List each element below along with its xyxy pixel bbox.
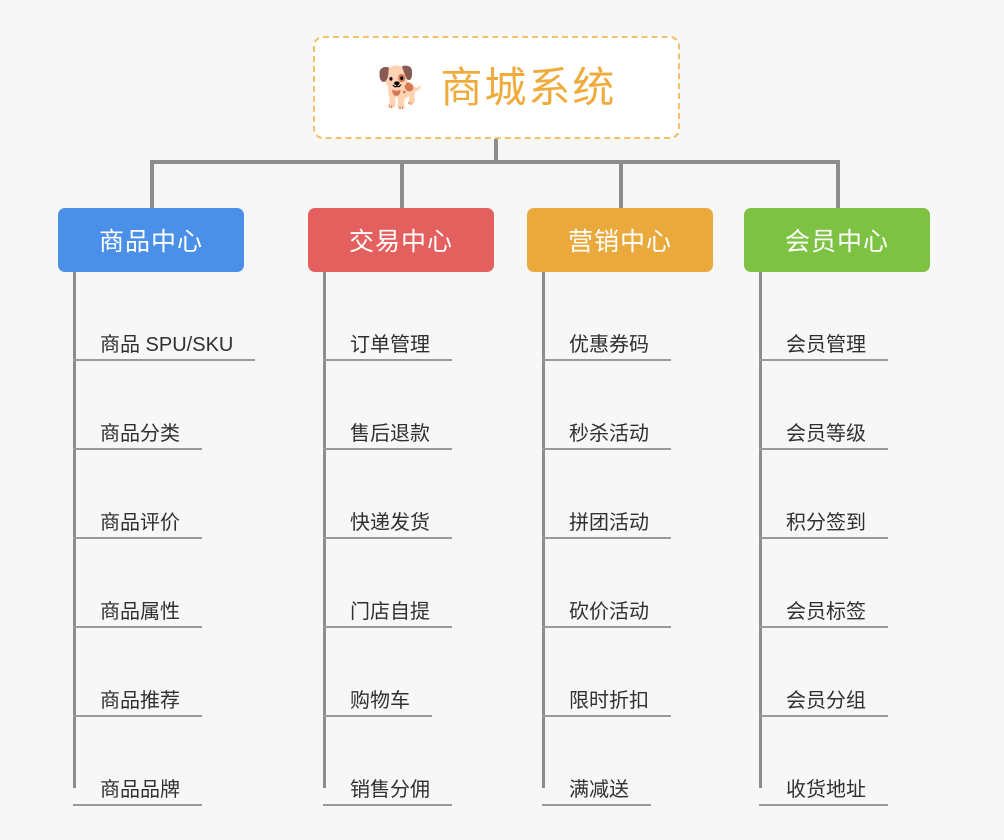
leaf-item-label: 购物车	[350, 690, 410, 712]
leaf-underline	[759, 537, 888, 539]
leaf-item[interactable]: 商品品牌	[73, 717, 244, 806]
leaf-item[interactable]: 限时折扣	[542, 628, 713, 717]
leaf-underline	[73, 537, 202, 539]
leaf-item-label: 秒杀活动	[569, 423, 649, 445]
leaf-item-label: 限时折扣	[569, 690, 649, 712]
leaf-item-label: 积分签到	[786, 512, 866, 534]
leaf-item[interactable]: 销售分佣	[323, 717, 494, 806]
connector-root-stem	[494, 139, 498, 163]
leaf-underline	[323, 359, 452, 361]
leaf-item[interactable]: 满减送	[542, 717, 713, 806]
leaf-item-label: 订单管理	[350, 334, 430, 356]
leaf-underline	[759, 715, 888, 717]
leaf-underline	[73, 448, 202, 450]
leaf-underline	[759, 804, 888, 806]
category-header-2[interactable]: 交易中心	[308, 208, 494, 272]
leaf-item[interactable]: 快递发货	[323, 450, 494, 539]
leaf-item-label: 商品品牌	[100, 779, 180, 801]
leaf-item[interactable]: 门店自提	[323, 539, 494, 628]
subtree-1: 商品 SPU/SKU 商品分类 商品评价 商品属性 商品推荐 商品品牌	[73, 272, 255, 806]
leaf-underline	[323, 715, 432, 717]
leaf-underline	[759, 626, 888, 628]
branch-column-1: 商品中心 商品 SPU/SKU 商品分类 商品评价 商品属性 商品推荐	[58, 208, 255, 806]
leaf-underline	[759, 448, 888, 450]
branch-column-2: 交易中心 订单管理 售后退款 快递发货 门店自提 购物车	[308, 208, 494, 806]
leaf-underline	[542, 715, 671, 717]
connector-drop-3	[619, 160, 623, 208]
leaf-item-label: 商品推荐	[100, 690, 180, 712]
leaf-underline	[542, 804, 651, 806]
leaf-item[interactable]: 会员标签	[759, 539, 930, 628]
leaf-item[interactable]: 会员等级	[759, 361, 930, 450]
leaf-underline	[323, 626, 452, 628]
leaf-underline	[759, 359, 888, 361]
leaf-underline	[73, 626, 202, 628]
leaf-item[interactable]: 拼团活动	[542, 450, 713, 539]
root-node-shop-system[interactable]: 🐕 商城系统	[313, 36, 680, 139]
leaf-underline	[323, 448, 452, 450]
leaf-item-label: 砍价活动	[569, 601, 649, 623]
leaf-item-label: 会员标签	[786, 601, 866, 623]
leaf-item-label: 会员管理	[786, 334, 866, 356]
leaf-underline	[542, 448, 671, 450]
leaf-item[interactable]: 优惠券码	[542, 272, 713, 361]
leaf-item[interactable]: 积分签到	[759, 450, 930, 539]
subtree-trunk-1	[73, 272, 76, 788]
leaf-item[interactable]: 售后退款	[323, 361, 494, 450]
leaf-item-label: 商品分类	[100, 423, 180, 445]
leaf-item-label: 售后退款	[350, 423, 430, 445]
leaf-item[interactable]: 购物车	[323, 628, 494, 717]
connector-drop-2	[400, 160, 404, 208]
leaf-item[interactable]: 商品属性	[73, 539, 244, 628]
leaf-item-label: 门店自提	[350, 601, 430, 623]
leaf-item-label: 会员分组	[786, 690, 866, 712]
subtree-3: 优惠券码 秒杀活动 拼团活动 砍价活动 限时折扣 满减送	[542, 272, 713, 806]
leaf-item[interactable]: 商品分类	[73, 361, 244, 450]
leaf-underline	[323, 804, 452, 806]
leaf-item[interactable]: 订单管理	[323, 272, 494, 361]
leaf-underline	[73, 359, 255, 361]
leaf-item-label: 会员等级	[786, 423, 866, 445]
root-node-title: 商城系统	[440, 63, 617, 111]
category-header-1[interactable]: 商品中心	[58, 208, 244, 272]
leaf-item[interactable]: 商品评价	[73, 450, 244, 539]
leaf-underline	[73, 804, 202, 806]
leaf-underline	[542, 537, 671, 539]
leaf-item[interactable]: 会员分组	[759, 628, 930, 717]
leaf-item-label: 商品属性	[100, 601, 180, 623]
leaf-underline	[73, 715, 202, 717]
leaf-underline	[323, 537, 452, 539]
shiba-dog-face-icon: 🐕	[376, 65, 427, 110]
leaf-item-label: 商品评价	[100, 512, 180, 534]
leaf-item-label: 拼团活动	[569, 512, 649, 534]
subtree-trunk-2	[323, 272, 326, 788]
subtree-trunk-3	[542, 272, 545, 788]
leaf-item[interactable]: 收货地址	[759, 717, 930, 806]
leaf-item-label: 优惠券码	[569, 334, 649, 356]
leaf-item[interactable]: 商品推荐	[73, 628, 244, 717]
leaf-item[interactable]: 会员管理	[759, 272, 930, 361]
leaf-item-label: 快递发货	[350, 512, 430, 534]
leaf-underline	[542, 626, 671, 628]
leaf-item-label: 销售分佣	[350, 779, 430, 801]
branch-column-3: 营销中心 优惠券码 秒杀活动 拼团活动 砍价活动 限时折扣	[527, 208, 713, 806]
category-header-4[interactable]: 会员中心	[744, 208, 930, 272]
leaf-item-label: 满减送	[569, 779, 629, 801]
leaf-item-label: 商品 SPU/SKU	[100, 334, 234, 356]
leaf-item-label: 收货地址	[786, 779, 866, 801]
connector-drop-4	[836, 160, 840, 208]
subtree-2: 订单管理 售后退款 快递发货 门店自提 购物车 销售分佣	[323, 272, 494, 806]
category-header-3[interactable]: 营销中心	[527, 208, 713, 272]
subtree-4: 会员管理 会员等级 积分签到 会员标签 会员分组 收货地址	[759, 272, 930, 806]
leaf-item[interactable]: 商品 SPU/SKU	[73, 272, 255, 361]
leaf-underline	[542, 359, 671, 361]
connector-drop-1	[150, 160, 154, 208]
branch-column-4: 会员中心 会员管理 会员等级 积分签到 会员标签 会员分组	[744, 208, 930, 806]
leaf-item[interactable]: 秒杀活动	[542, 361, 713, 450]
leaf-item[interactable]: 砍价活动	[542, 539, 713, 628]
connector-horizontal-bar	[150, 160, 840, 164]
subtree-trunk-4	[759, 272, 762, 788]
